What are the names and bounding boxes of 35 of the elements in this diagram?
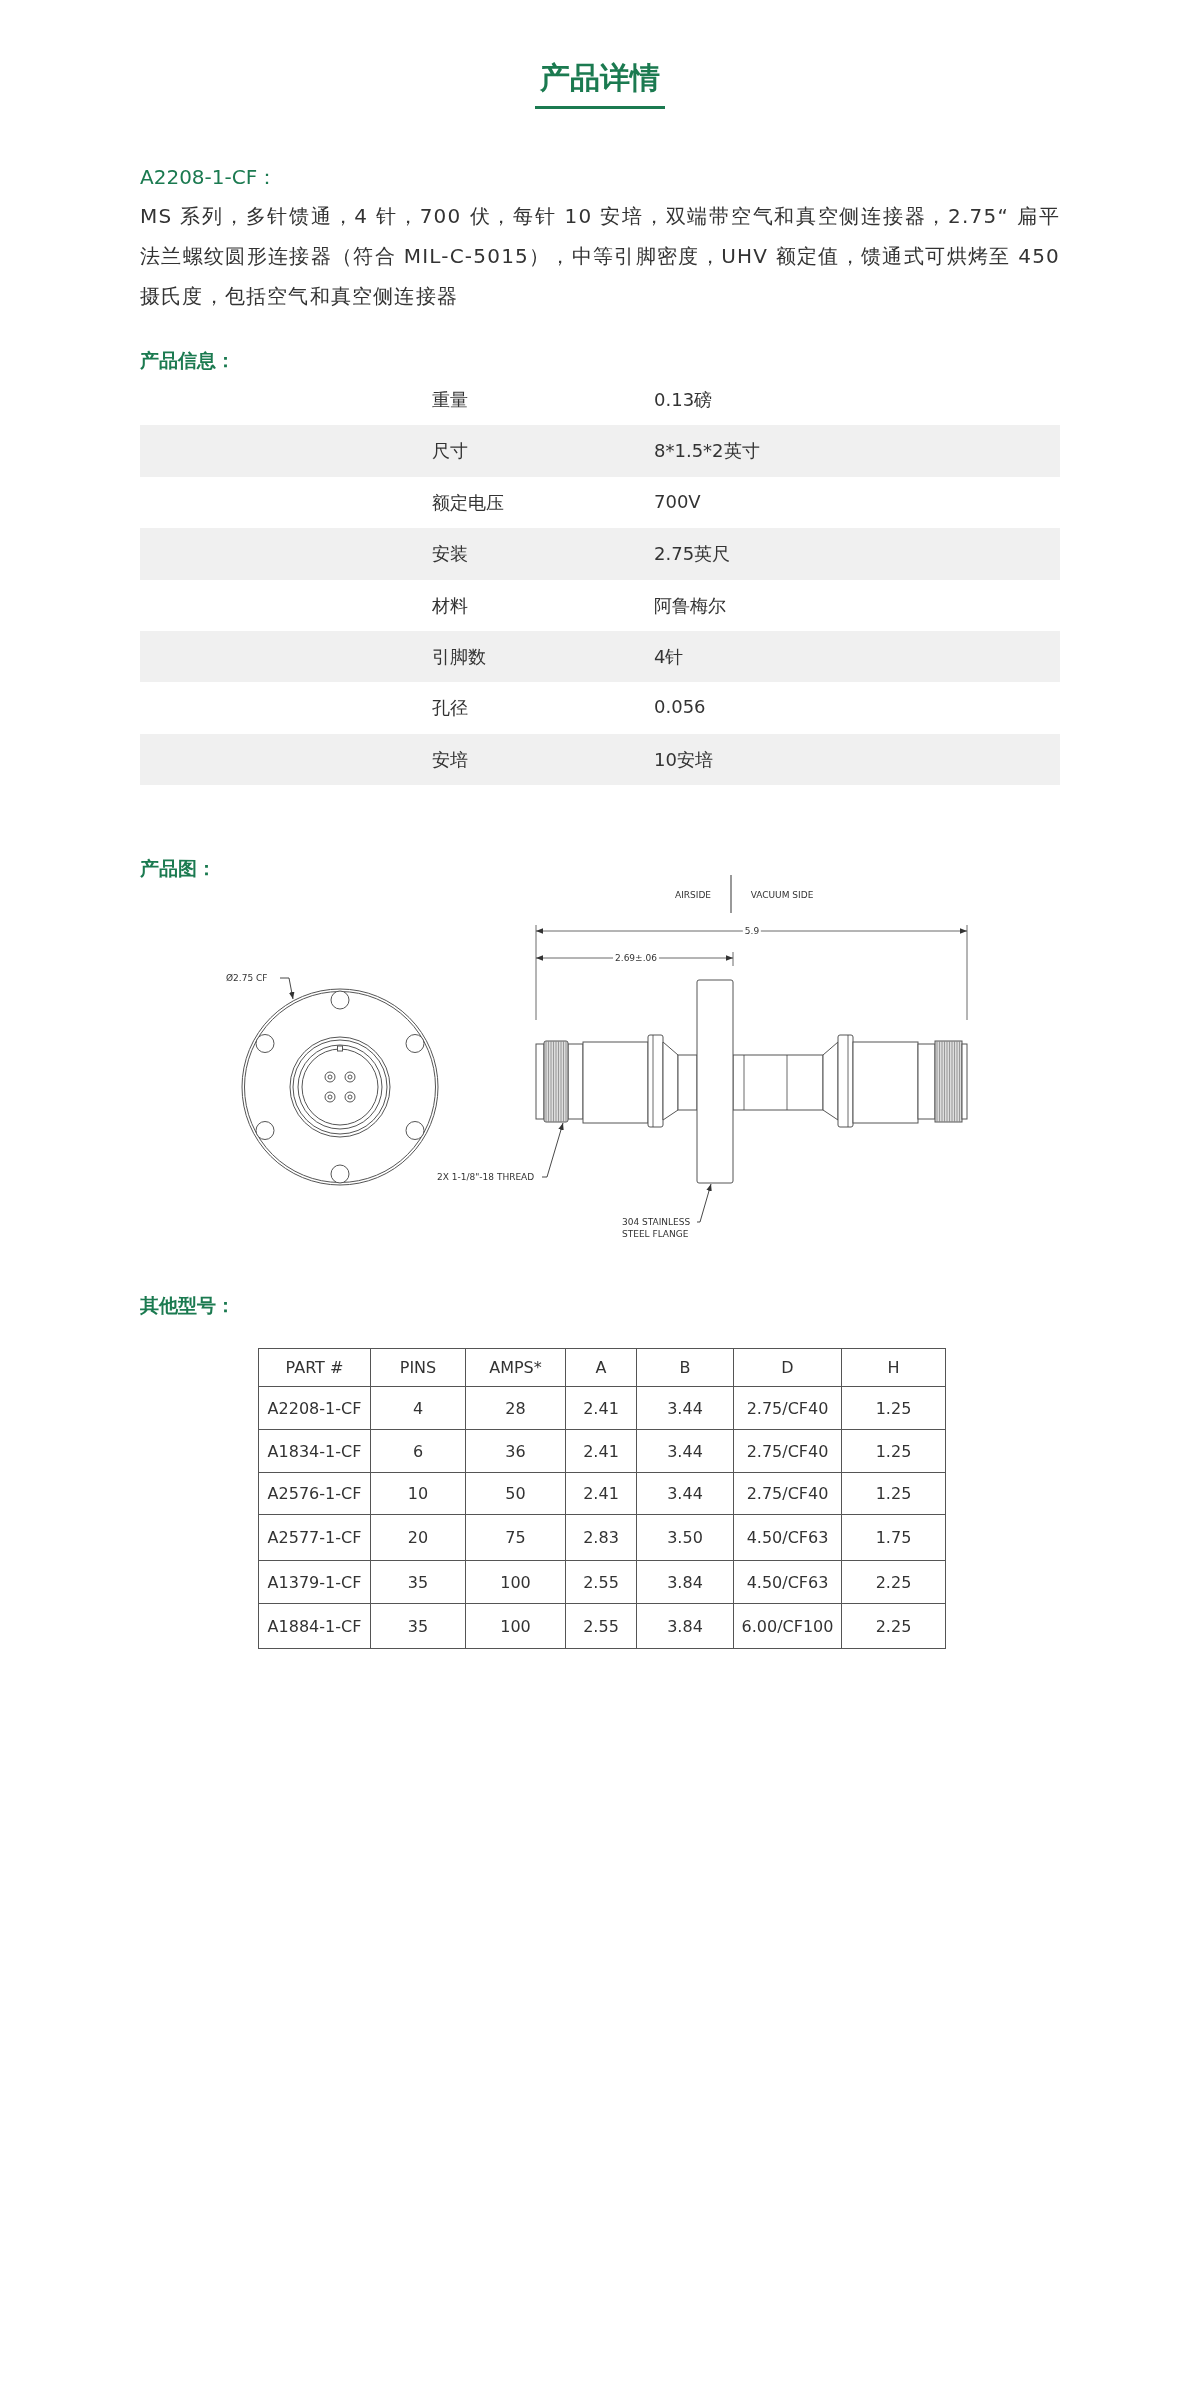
callout-text: Ø2.75 CF [226,972,280,984]
spec-label: 孔径 [432,696,468,721]
table-cell: 2.25 [841,1603,946,1649]
spec-label: 安培 [432,747,468,772]
callout-text: 304 STAINLESS STEEL FLANGE [622,1216,696,1240]
section-heading: A2208-1-CF： [140,164,278,191]
section-heading: 产品信息： [140,348,235,373]
flange-outline [241,988,439,1186]
spec-label: 安装 [432,542,468,567]
spec-value: 0.056 [654,696,706,718]
section-heading: 其他型号： [140,1293,235,1318]
spec-value: 阿鲁梅尔 [654,593,726,618]
page-title: 产品详情 [539,59,661,97]
spec-label: 材料 [432,593,468,618]
spec-value: 10安培 [654,747,713,772]
description-text: MS 系列，多针馈通，4 针，700 伏，每针 10 安培，双端带空气和真空侧连接器，2.75“ 扁平法兰螺纹圆形连接器（符合 MIL-C-5015），中等引脚密度，UHV 额定值，馈通式可烘烤至 450 摄氏度，包括空气和真空侧连接器 [140,203,1060,310]
spec-label: 尺寸 [432,439,468,464]
callout-text: 2X 1-1/8"-18 THREAD [437,1171,542,1183]
view-label: VACUUM SIDE [750,890,814,900]
dimension-text: 2.69±.06 [613,953,659,963]
table-cell: PART # [258,1348,371,1387]
spec-label: 重量 [432,388,468,412]
spec-value: 4针 [654,645,684,669]
section-heading: 产品图： [140,856,216,881]
dimension-text: 5.9 [742,926,762,936]
view-label: AIRSIDE [674,890,712,900]
table-cell: A1884-1-CF [258,1603,371,1649]
flange-plate [696,979,734,1184]
spec-value: 2.75英尺 [654,542,731,567]
spec-value: 8*1.5*2英寸 [654,439,760,464]
spec-label: 引脚数 [432,645,486,669]
spec-value: 0.13磅 [654,388,713,412]
spec-label: 额定电压 [432,490,504,515]
table-cell: H [841,1348,946,1387]
spec-value: 700V [654,490,701,512]
